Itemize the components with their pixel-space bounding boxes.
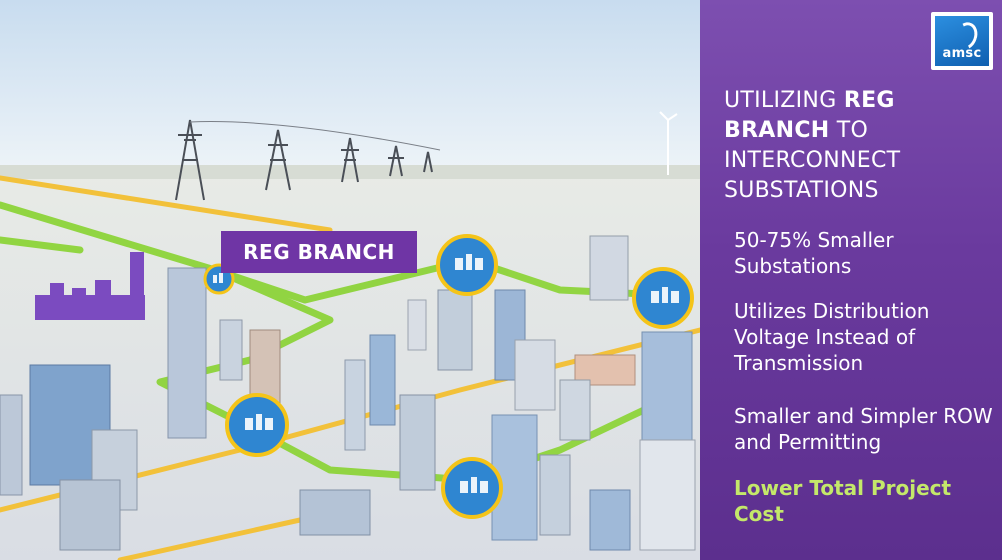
title-part2: TO INTERCONNECT SUBSTATIONS <box>724 118 901 203</box>
logo-mark: amsc <box>935 16 989 66</box>
title-bold: REG BRANCH <box>724 88 895 143</box>
bullet-smaller-substations: 50-75% Smaller Substations <box>734 228 894 278</box>
reg-branch-label: REG BRANCH <box>221 231 417 273</box>
bullet-distribution-voltage: Utilizes Distribution Voltage Instead of… <box>734 299 930 375</box>
purple-buildings <box>35 252 145 320</box>
amsc-logo: amsc <box>931 12 993 70</box>
wind-turbine <box>659 111 678 175</box>
city-illustration <box>0 0 700 560</box>
info-panel <box>700 0 1002 560</box>
transmission-towers <box>175 119 441 201</box>
panel-title: UTILIZING REG BRANCH TO INTERCONNECT SUB… <box>724 86 994 206</box>
bullet-lower-cost: Lower Total Project Cost <box>734 476 952 526</box>
buildings <box>0 235 696 551</box>
substation-icons <box>203 234 694 519</box>
sky <box>0 0 700 175</box>
title-part1: UTILIZING <box>724 88 844 113</box>
logo-text: amsc <box>942 46 982 61</box>
bullet-row-permitting: Smaller and Simpler ROW and Permitting <box>734 404 993 454</box>
